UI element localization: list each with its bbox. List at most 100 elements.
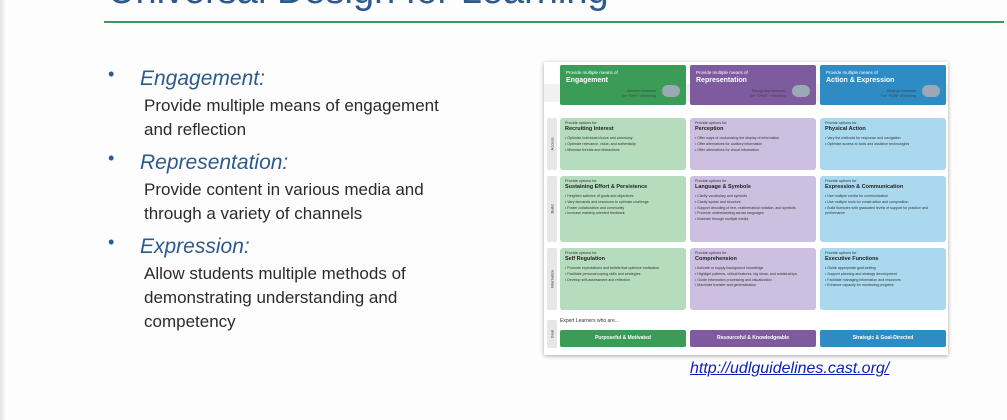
checkpoint-item: • Develop self-assessment and reflection bbox=[565, 277, 630, 282]
brain-icon bbox=[662, 85, 680, 97]
header-pre-text: Provide multiple means of bbox=[826, 70, 878, 75]
goal-1: Purposeful & Motivated bbox=[560, 330, 686, 347]
bullet-heading: Expression: bbox=[140, 235, 250, 258]
checkpoint-item: • Use multiple media for communication bbox=[825, 194, 889, 198]
guideline-title: Expression & Communication bbox=[825, 184, 904, 190]
bullet-engagement: • Engagement: Provide multiple means of … bbox=[108, 64, 508, 142]
row-label-text: Access bbox=[549, 137, 555, 151]
bullet-list: • Engagement: Provide multiple means of … bbox=[108, 64, 508, 334]
checkpoint-item: • Facilitate managing information and re… bbox=[825, 277, 901, 282]
header-pre-text: Provide multiple means of bbox=[566, 70, 618, 75]
checkpoint-item: • Heighten salience of goals and objecti… bbox=[565, 194, 634, 198]
brain-icon bbox=[922, 85, 940, 97]
checkpoint-item: • Offer ways of customizing the display … bbox=[695, 136, 780, 140]
checkpoint-item: • Promote understanding across languages bbox=[695, 211, 764, 216]
bullet-line: Allow students multiple methods of bbox=[144, 264, 406, 283]
network-name: Recognition Networks bbox=[751, 89, 786, 93]
checkpoint-list: • Guide appropriate goal-setting• Suppor… bbox=[825, 266, 941, 289]
guideline-title: Comprehension bbox=[695, 256, 737, 262]
title-divider bbox=[104, 21, 1004, 23]
bullet-text: Allow students multiple methods of demon… bbox=[144, 262, 508, 334]
guideline-title: Executive Functions bbox=[825, 256, 879, 262]
checkpoint-item: • Increase mastery-oriented feedback bbox=[565, 211, 625, 216]
guideline-title: Sustaining Effort & Persistence bbox=[565, 184, 648, 190]
checkpoint-list: • Optimize individual choice and autonom… bbox=[565, 136, 681, 153]
checkpoint-item: • Vary demands and resources to optimize… bbox=[565, 199, 649, 204]
checkpoint-item: • Highlight patterns, critical features,… bbox=[695, 271, 797, 276]
checkpoint-list: • Clarify vocabulary and symbols• Clarif… bbox=[695, 194, 811, 223]
bullet-line: and reflection bbox=[144, 120, 247, 139]
checkpoint-item: • Support decoding of text, mathematical… bbox=[695, 205, 796, 210]
cell-pre-text: Provide options for bbox=[825, 121, 857, 125]
row-label-text: Internalize bbox=[549, 269, 555, 289]
network-what: The "WHAT" of learning bbox=[749, 94, 786, 98]
checkpoint-item: • Illustrate through multiple media bbox=[695, 217, 749, 222]
guideline-title: Language & Symbols bbox=[695, 184, 751, 190]
checkpoint-item: • Facilitate personal coping skills and … bbox=[565, 271, 641, 276]
guideline-title: Recruiting Interest bbox=[565, 126, 614, 132]
checkpoint-list: • Promote expectations and beliefs that … bbox=[565, 266, 681, 283]
expert-learners-label: Expert Learners who are... bbox=[560, 318, 619, 324]
checkpoint-list: • Activate or supply background knowledg… bbox=[695, 266, 811, 289]
bullet-heading: Representation: bbox=[140, 151, 289, 174]
checkpoint-list: • Heighten salience of goals and objecti… bbox=[565, 194, 681, 217]
cell-pre-text: Provide options for bbox=[825, 251, 857, 255]
cell-pre-text: Provide options for bbox=[565, 179, 597, 183]
row-label-build: Build bbox=[547, 176, 557, 242]
bullet-dot: • bbox=[108, 232, 115, 252]
cell-pre-text: Provide options for bbox=[825, 179, 857, 183]
checkpoint-item: • Clarify vocabulary and symbols bbox=[695, 194, 747, 198]
network-what: The "HOW" of learning bbox=[880, 94, 916, 98]
checkpoint-item: • Offer alternatives for visual informat… bbox=[695, 147, 759, 152]
bullet-text: Provide content in various media and thr… bbox=[144, 178, 508, 226]
row-label-text: Build bbox=[549, 204, 555, 214]
guideline-title: Physical Action bbox=[825, 126, 866, 132]
checkpoint-item: • Optimize relevance, value, and authent… bbox=[565, 141, 636, 146]
bullet-line: Provide content in various media and bbox=[144, 180, 424, 199]
checkpoint-item: • Activate or supply background knowledg… bbox=[695, 266, 764, 270]
checkpoint-item: • Promote expectations and beliefs that … bbox=[565, 266, 660, 270]
checkpoint-item: • Support planning and strategy developm… bbox=[825, 271, 897, 276]
bullet-line: through a variety of channels bbox=[144, 204, 363, 223]
cell-pre-text: Provide options for bbox=[695, 121, 727, 125]
network-name: Affective Networks bbox=[627, 89, 656, 93]
checkpoint-item: • Guide appropriate goal-setting bbox=[825, 266, 876, 270]
goal-2: Resourceful & Knowledgeable bbox=[690, 330, 816, 347]
row-label-access: Access bbox=[547, 118, 557, 170]
header-pre-text: Provide multiple means of bbox=[696, 70, 748, 75]
bullet-dot: • bbox=[108, 64, 115, 84]
checkpoint-list: • Use multiple media for communication• … bbox=[825, 194, 941, 217]
checkpoint-item: • Use multiple tools for construction an… bbox=[825, 199, 909, 204]
row-label-goal: Goal bbox=[547, 320, 557, 348]
slide-title: Universal Design for Learning bbox=[108, 0, 609, 13]
bullet-heading: Engagement: bbox=[140, 67, 265, 90]
cell-pre-text: Provide options for bbox=[695, 179, 727, 183]
network-name: Strategic Networks bbox=[886, 89, 916, 93]
row-label-text: Goal bbox=[549, 329, 555, 339]
brain-icon bbox=[792, 85, 810, 97]
checkpoint-item: • Guide information processing and visua… bbox=[695, 277, 772, 282]
bullet-dot: • bbox=[108, 148, 115, 168]
checkpoint-item: • Minimize threats and distractions bbox=[565, 147, 620, 152]
checkpoint-item: • Optimize access to tools and assistive… bbox=[825, 141, 910, 146]
guideline-title: Self Regulation bbox=[565, 256, 606, 262]
slide-edge-shadow bbox=[0, 0, 6, 420]
cell-pre-text: Provide options for bbox=[565, 251, 597, 255]
bullet-representation: • Representation: Provide content in var… bbox=[108, 148, 508, 226]
checkpoint-item: • Enhance capacity for monitoring progre… bbox=[825, 283, 894, 288]
cell-pre-text: Provide options for bbox=[695, 251, 727, 255]
goal-3: Strategic & Goal-Directed bbox=[820, 330, 946, 347]
udl-guidelines-link[interactable]: http://udlguidelines.cast.org/ bbox=[690, 360, 890, 377]
header-title: Action & Expression bbox=[826, 77, 895, 84]
bullet-text: Provide multiple means of engagement and… bbox=[144, 94, 508, 142]
